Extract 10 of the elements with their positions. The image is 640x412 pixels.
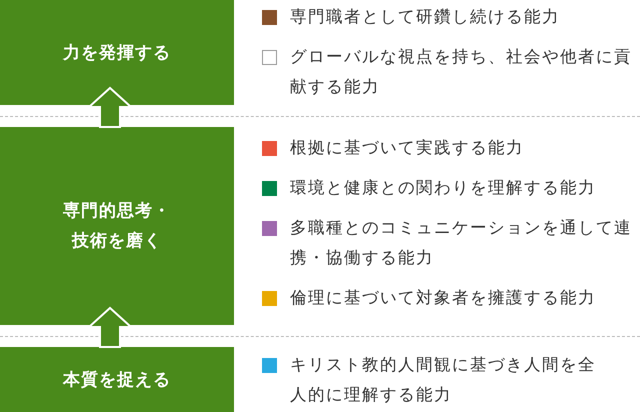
legend-text: 専門職者として研鑽し続ける能力: [290, 6, 561, 28]
stage-box: 力を発揮する: [0, 0, 234, 105]
legend-text: 環境と健康との関わりを理解する能力: [290, 177, 597, 199]
stage-box: 専門的思考・技術を磨く: [0, 127, 234, 325]
stage-box: 本質を捉える: [0, 347, 234, 412]
legend-text: キリスト教的人間観に基づき人間を全人的に理解する能力: [290, 354, 597, 406]
legend-text: 倫理に基づいて対象者を擁護する能力: [290, 287, 597, 309]
legend-text: 多職種とのコミュニケーションを通して連携・協働する能力: [290, 217, 633, 269]
legend-text: グローバルな視点を持ち、社会や他者に貢献する能力: [290, 46, 633, 98]
legend-text: 根拠に基づいて実践する能力: [290, 137, 525, 159]
